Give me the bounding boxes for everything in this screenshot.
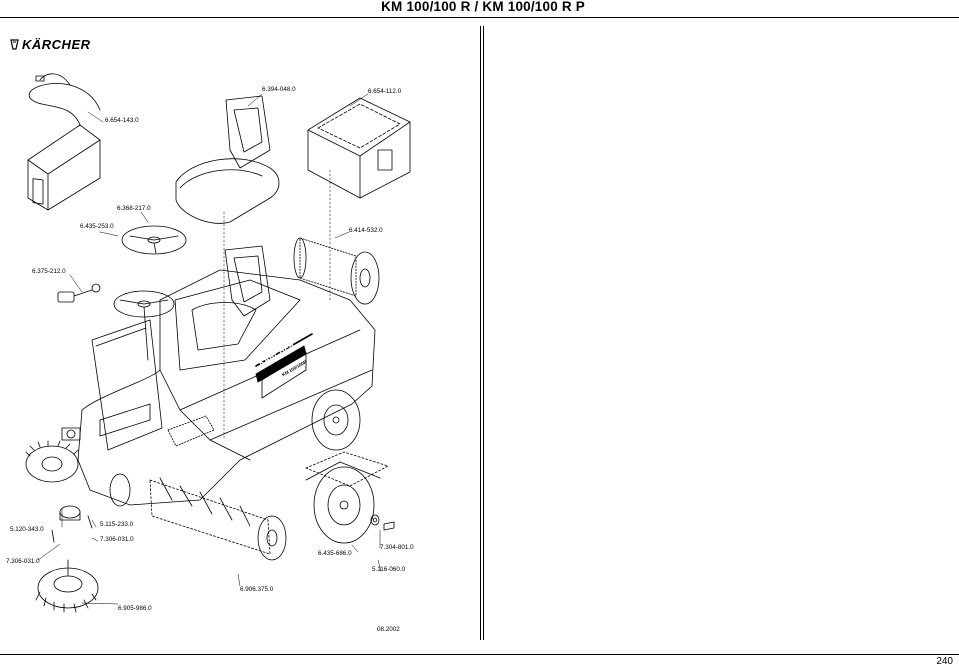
karcher-logo: KÄRCHER <box>10 37 91 52</box>
charger-unit <box>27 73 101 211</box>
part-number-label: 6.905-986.0 <box>118 605 152 612</box>
part-number-label: 6.654-112.0 <box>368 88 402 95</box>
document-title: KM 100/100 R / KM 100/100 R P <box>381 0 585 14</box>
steering-wheel-mounted <box>113 290 175 361</box>
part-number-label: 6.368-217.0 <box>117 205 151 212</box>
footer-rule <box>0 654 959 655</box>
part-number-label: 6.654-143.0 <box>105 117 139 124</box>
main-brush-roll-top <box>293 237 380 305</box>
part-number-label: 7.304-801.0 <box>380 544 414 551</box>
logo-mark-icon <box>10 39 19 50</box>
rear-wheel-loose <box>305 461 381 544</box>
washer-bolt <box>370 514 395 531</box>
part-number-label: 5.120-343.0 <box>10 526 44 533</box>
part-number-label: 7.306-031.0 <box>6 558 40 565</box>
part-number-label: 6.435-686.0 <box>318 550 352 557</box>
right-empty-panel <box>483 26 959 640</box>
left-diagram-panel <box>0 26 481 640</box>
page-number: 240 <box>936 656 953 667</box>
machine-decal <box>255 345 307 383</box>
header-rule <box>0 17 959 18</box>
part-number-label: 6.394-048.0 <box>262 86 296 93</box>
revision-date: 08.2002 <box>377 626 400 633</box>
rear-wheel-mounted <box>311 389 361 451</box>
machine-body <box>77 245 376 506</box>
leader-lines <box>37 93 382 605</box>
part-number-label: 6.414-532.0 <box>349 227 383 234</box>
steering-wheel-top <box>121 225 187 255</box>
side-brush-mounted <box>25 427 81 483</box>
part-number-label: 6.435-253.0 <box>80 223 114 230</box>
side-brush-loose <box>35 559 99 613</box>
seat-top <box>175 95 280 224</box>
front-wheel <box>109 473 131 507</box>
part-number-label: 5.116-060.0 <box>372 566 406 573</box>
logo-text: KÄRCHER <box>22 37 91 52</box>
key-switch <box>57 283 101 303</box>
part-number-label: 6.906.375.0 <box>240 586 274 593</box>
brush-area-outline <box>305 451 389 487</box>
main-roller-brush <box>149 477 287 561</box>
part-number-label: 6.375-212.0 <box>32 268 66 275</box>
part-number-label: 5.115-233.0 <box>100 521 134 528</box>
battery-block <box>307 97 411 199</box>
part-number-label: 7.306-031.0 <box>100 536 134 543</box>
side-brush-hub <box>51 505 93 543</box>
